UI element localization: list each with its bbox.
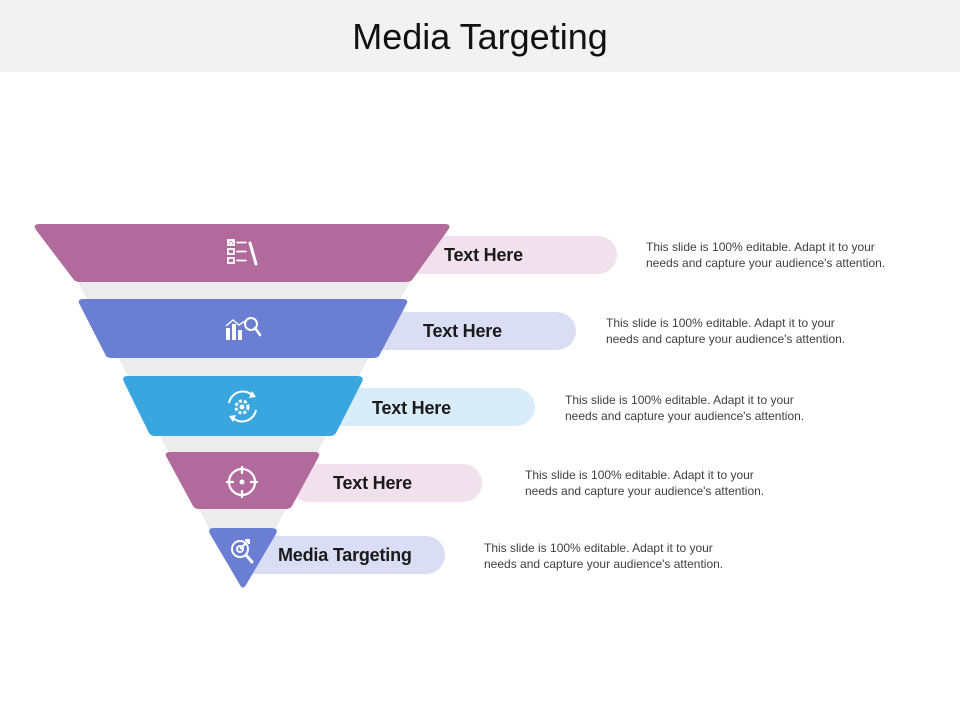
description-line: This slide is 100% editable. Adapt it to… xyxy=(646,240,875,254)
level-1-label: Text Here xyxy=(444,245,523,265)
level-4-description: This slide is 100% editable. Adapt it to… xyxy=(525,467,815,499)
description-line: This slide is 100% editable. Adapt it to… xyxy=(565,393,794,407)
level-2-label: Text Here xyxy=(423,321,502,341)
checklist-pencil-icon xyxy=(227,238,258,266)
description-line: This slide is 100% editable. Adapt it to… xyxy=(484,541,713,555)
target-search-icon xyxy=(231,539,254,564)
target-icon xyxy=(226,466,258,498)
level-1-segment xyxy=(34,224,450,282)
description-line: This slide is 100% editable. Adapt it to… xyxy=(606,316,835,330)
level-4-label: Text Here xyxy=(333,473,412,493)
level-1-description: This slide is 100% editable. Adapt it to… xyxy=(646,239,936,271)
chart-magnifier-icon xyxy=(225,317,262,340)
level-1-pill xyxy=(380,236,617,274)
description-line: needs and capture your audience's attent… xyxy=(525,484,765,498)
level-4-pill xyxy=(290,464,482,502)
level-5-description: This slide is 100% editable. Adapt it to… xyxy=(484,540,774,572)
description-line: needs and capture your audience's attent… xyxy=(646,256,886,270)
gear-cycle-icon xyxy=(228,390,257,423)
description-line: This slide is 100% editable. Adapt it to… xyxy=(525,468,754,482)
level-3-label: Text Here xyxy=(372,398,451,418)
level-5-label: Media Targeting xyxy=(278,545,412,565)
level-2-segment xyxy=(78,299,408,358)
level-3-pill xyxy=(320,388,535,426)
description-line: needs and capture your audience's attent… xyxy=(606,332,846,346)
slide-title: Media Targeting xyxy=(352,16,608,57)
description-line: needs and capture your audience's attent… xyxy=(565,409,805,423)
description-line: needs and capture your audience's attent… xyxy=(484,557,724,571)
level-3-description: This slide is 100% editable. Adapt it to… xyxy=(565,392,855,424)
level-5-segment xyxy=(209,528,277,588)
level-2-description: This slide is 100% editable. Adapt it to… xyxy=(606,315,896,347)
level-5-pill xyxy=(230,536,445,574)
level-2-pill xyxy=(350,312,576,350)
title-bar xyxy=(0,0,960,72)
